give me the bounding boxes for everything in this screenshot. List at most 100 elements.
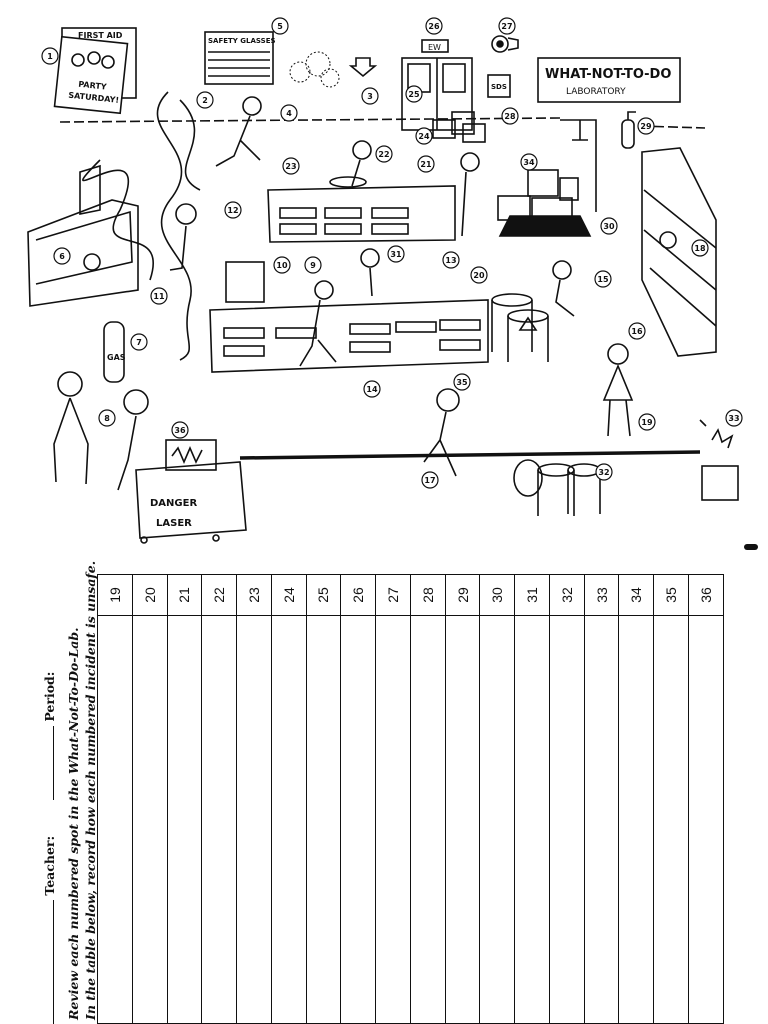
svg-text:8: 8 xyxy=(104,414,110,423)
laser-label: LASER xyxy=(156,518,192,529)
answer-cell[interactable] xyxy=(479,615,515,1024)
table-row: 28 xyxy=(410,574,446,1024)
table-row: 20 xyxy=(132,574,168,1024)
marker-2: 2 xyxy=(196,91,214,109)
marker-26: 26 xyxy=(425,17,443,35)
front-lab-bench xyxy=(209,299,489,373)
svg-text:14: 14 xyxy=(366,385,378,394)
table-row: 34 xyxy=(618,574,654,1024)
marker-16: 16 xyxy=(628,322,646,340)
marker-17: 17 xyxy=(421,471,439,489)
svg-text:2: 2 xyxy=(202,96,208,105)
svg-text:25: 25 xyxy=(408,90,420,99)
teacher-blank[interactable] xyxy=(42,726,54,800)
sds-label: SDS xyxy=(491,83,507,91)
answer-cell[interactable] xyxy=(271,615,307,1024)
lab-illustration: FIRST AID PARTY SATURDAY! SAFETY GLASSES… xyxy=(27,17,743,544)
incident-number-cell: 22 xyxy=(201,574,237,616)
incident-number-cell: 28 xyxy=(410,574,446,616)
marker-29: 29 xyxy=(637,117,655,135)
arrow-down-icon xyxy=(348,57,378,78)
svg-text:3: 3 xyxy=(367,92,373,101)
first-aid-sign: FIRST AID xyxy=(78,31,123,40)
answer-cell[interactable] xyxy=(132,615,168,1024)
answer-cell[interactable] xyxy=(653,615,689,1024)
answer-cell[interactable] xyxy=(375,615,411,1024)
hazard-boxes xyxy=(497,169,592,237)
danger-label: DANGER xyxy=(150,498,197,509)
answer-cell[interactable] xyxy=(236,615,272,1024)
incident-number-cell: 29 xyxy=(445,574,480,616)
incident-number-cell: 19 xyxy=(97,574,133,616)
marker-13: 13 xyxy=(442,251,460,269)
incident-number-cell: 33 xyxy=(584,574,619,616)
answer-cell[interactable] xyxy=(549,615,585,1024)
answer-cell[interactable] xyxy=(584,615,619,1024)
spray-cloud xyxy=(289,51,340,88)
chemical-shelves xyxy=(641,147,717,357)
answer-cell[interactable] xyxy=(340,615,376,1024)
instruction-line-1: Review each numbered spot in the What-No… xyxy=(66,627,81,1020)
svg-text:27: 27 xyxy=(501,22,512,31)
back-lab-bench xyxy=(267,185,456,243)
incident-number-cell: 34 xyxy=(618,574,654,616)
marker-12: 12 xyxy=(224,201,242,219)
svg-text:36: 36 xyxy=(174,426,186,435)
svg-text:9: 9 xyxy=(310,261,316,270)
svg-text:31: 31 xyxy=(390,250,402,259)
marker-9: 9 xyxy=(304,256,322,274)
lab-subtitle: LABORATORY xyxy=(566,87,626,97)
chemical-barrels xyxy=(491,293,549,362)
table-row: 19 xyxy=(97,574,133,1024)
table-row: 36 xyxy=(688,574,724,1024)
answer-cell[interactable] xyxy=(618,615,654,1024)
incident-markers: 1 2 3 4 5 6 7 8 9 10 11 12 13 14 15 16 1… xyxy=(41,17,743,489)
incident-number-cell: 25 xyxy=(306,574,341,616)
table-row: 24 xyxy=(271,574,307,1024)
marker-22: 22 xyxy=(375,145,393,163)
marker-18: 18 xyxy=(691,239,709,257)
svg-text:19: 19 xyxy=(641,418,653,427)
marker-33: 33 xyxy=(725,409,743,427)
svg-text:16: 16 xyxy=(631,327,643,336)
table-row: 21 xyxy=(167,574,202,1024)
marker-5: 5 xyxy=(271,17,289,35)
svg-text:33: 33 xyxy=(728,414,739,423)
incident-number-cell: 26 xyxy=(340,574,376,616)
svg-text:1: 1 xyxy=(47,52,53,61)
answer-cell[interactable] xyxy=(688,615,724,1024)
answer-cell[interactable] xyxy=(306,615,341,1024)
incident-number-cell: 20 xyxy=(132,574,168,616)
answer-cell[interactable] xyxy=(410,615,446,1024)
lab-title-sign: WHAT-NOT-TO-DO LABORATORY xyxy=(537,57,681,103)
party-text-1: PARTY xyxy=(78,80,107,92)
gas-cylinder: GAS xyxy=(103,321,126,383)
table-row: 31 xyxy=(514,574,550,1024)
svg-text:11: 11 xyxy=(153,292,165,301)
svg-text:35: 35 xyxy=(456,378,468,387)
answer-cell[interactable] xyxy=(514,615,550,1024)
marker-21: 21 xyxy=(417,155,435,173)
eyewash-sign: EW xyxy=(428,43,441,52)
coffee-maker xyxy=(225,261,265,303)
answer-cell[interactable] xyxy=(201,615,237,1024)
marker-32: 32 xyxy=(595,463,613,481)
worksheet-section: Teacher: Period: Review each numbered sp… xyxy=(0,548,768,1024)
marker-31: 31 xyxy=(387,245,405,263)
svg-text:23: 23 xyxy=(285,162,296,171)
svg-text:32: 32 xyxy=(598,468,609,477)
answer-cell[interactable] xyxy=(167,615,202,1024)
fire-extinguisher xyxy=(621,111,636,149)
marker-23: 23 xyxy=(282,157,300,175)
marker-27: 27 xyxy=(498,17,516,35)
svg-text:21: 21 xyxy=(420,160,432,169)
marker-20: 20 xyxy=(470,266,488,284)
svg-text:28: 28 xyxy=(504,112,516,121)
incident-number-cell: 23 xyxy=(236,574,272,616)
page-mark xyxy=(744,544,758,550)
answer-cell[interactable] xyxy=(445,615,480,1024)
answer-cell[interactable] xyxy=(97,615,133,1024)
incident-number-cell: 21 xyxy=(167,574,202,616)
safety-glasses-cabinet: SAFETY GLASSES xyxy=(204,31,276,85)
instruction-line-2: In the table below, record how each numb… xyxy=(83,560,98,1020)
